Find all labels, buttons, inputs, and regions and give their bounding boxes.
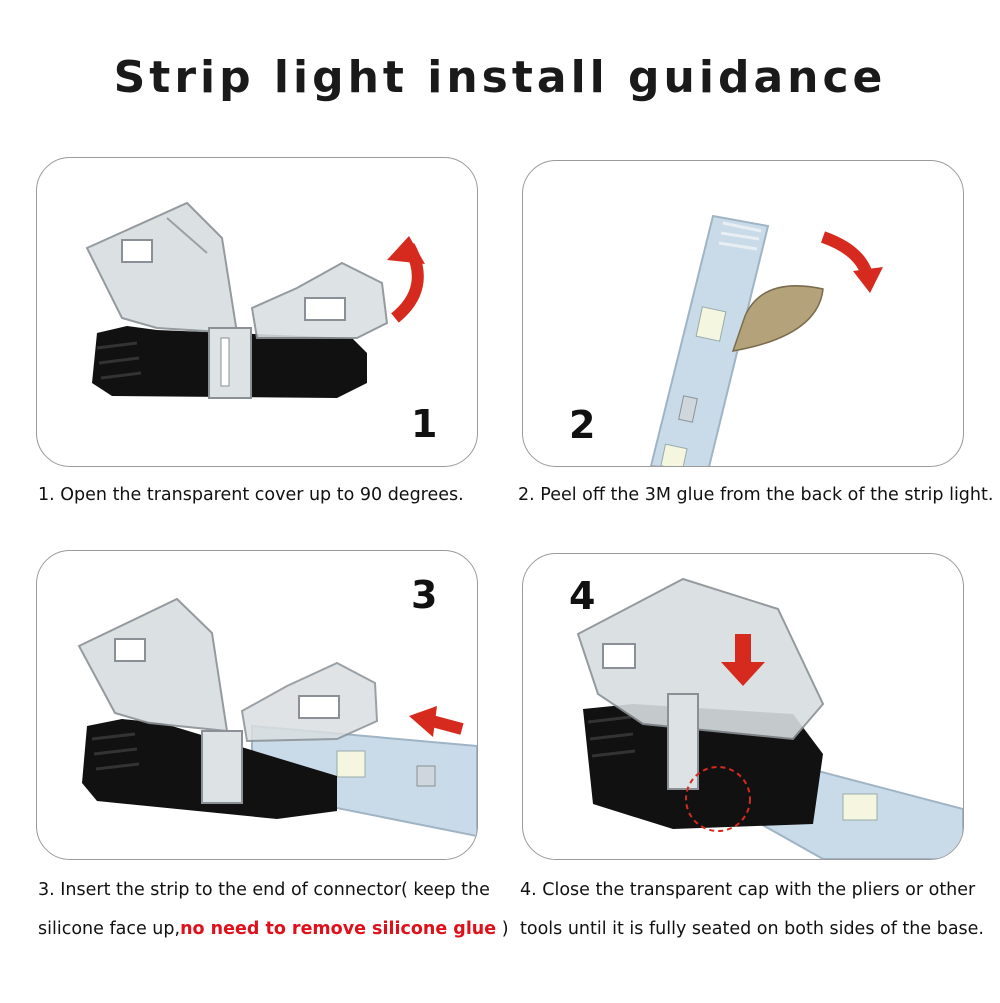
step-2-panel: 2 — [522, 160, 964, 467]
step-3-warning-text: no need to remove silicone glue — [180, 919, 497, 939]
step-2-caption: 2. Peel off the 3M glue from the back of… — [518, 485, 994, 505]
step-3-illustration — [77, 597, 477, 838]
step-3-caption-prefix: silicone face up, — [38, 919, 181, 939]
step-4-caption-line1: 4. Close the transparent cap with the pl… — [520, 880, 976, 900]
step-number: 2 — [569, 403, 596, 447]
step-number: 1 — [411, 402, 438, 446]
step-2-illustration — [649, 214, 883, 466]
step-4-illustration — [576, 577, 963, 859]
step-number: 3 — [411, 573, 438, 617]
step-1-illustration — [85, 201, 425, 399]
step-number: 4 — [569, 574, 596, 618]
step-4-caption-line2: tools until it is fully seated on both s… — [520, 919, 984, 939]
step-3-caption-line2: silicone face up,no need to remove silic… — [38, 912, 509, 947]
page-title: Strip light install guidance — [113, 52, 887, 103]
step-3-caption: 3. Insert the strip to the end of connec… — [38, 873, 509, 947]
step-4-panel: 4 — [522, 553, 964, 860]
step-1-caption: 1. Open the transparent cover up to 90 d… — [38, 485, 464, 505]
step-4-caption: 4. Close the transparent cap with the pl… — [520, 873, 984, 947]
step-3-panel: 3 — [36, 550, 478, 860]
step-3-caption-line1: 3. Insert the strip to the end of connec… — [38, 880, 490, 900]
step-1-panel: 1 — [36, 157, 478, 467]
step-3-caption-suffix: ) — [496, 919, 509, 939]
